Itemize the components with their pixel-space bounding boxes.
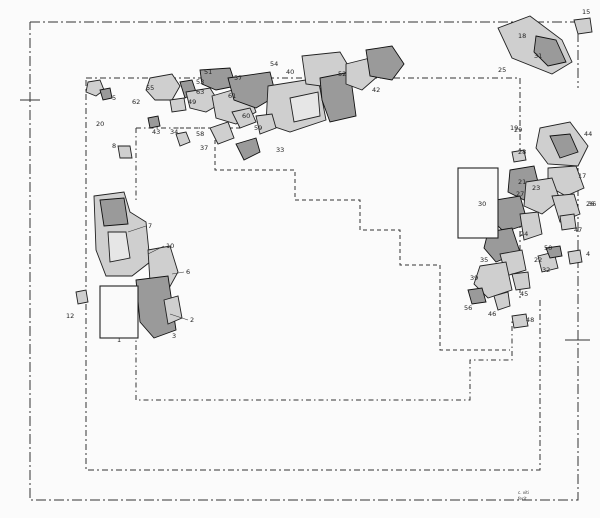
stone-label: 7 (148, 222, 152, 230)
stone-label: 3 (172, 332, 176, 340)
stone-label: 33 (276, 146, 284, 154)
stone-label: 63 (196, 88, 204, 96)
stone-label: 2 (190, 316, 194, 324)
stone-label: 60 (242, 112, 250, 120)
stone-label: 21 (518, 178, 526, 186)
stone-label: 49 (188, 98, 196, 106)
stone-label: 45 (520, 290, 528, 298)
stone-label: 26 (586, 200, 594, 208)
stone-label: 1 (117, 336, 121, 344)
stone-label: 4 (586, 250, 590, 258)
stone-label: 56 (464, 304, 472, 312)
stone-label: 6 (186, 268, 190, 276)
top-right-stone-cluster (497, 15, 593, 75)
inner-boundary (135, 127, 513, 401)
right-stone-cluster (457, 121, 589, 329)
stone-label: 61 (228, 92, 236, 100)
stone-label: 30 (478, 200, 486, 208)
stone-label: 40 (286, 68, 294, 76)
left-stone-cluster (75, 191, 183, 339)
stone-label: 46 (488, 310, 496, 318)
stone-label: 36 (588, 200, 596, 208)
stone-label: 23 (532, 184, 540, 192)
stone-label: 62 (132, 98, 140, 106)
stone-label: 12 (66, 312, 74, 320)
stone-label: 43 (152, 128, 160, 136)
stone-label: 15 (582, 8, 590, 16)
stone-label: 8 (112, 142, 116, 150)
stone-label: 52 (338, 70, 346, 78)
stepped-outline (180, 127, 510, 351)
stone-label: 19 (510, 124, 518, 132)
stone-label: 18 (518, 32, 526, 40)
stone-label: 54 (270, 60, 278, 68)
stone-labels: 1 2 3 4 5 6 7 8 10 12 15 17 18 19 20 21 … (66, 8, 596, 344)
stone-label: 24 (520, 230, 528, 238)
stone-label: 31 (534, 52, 542, 60)
stone-label: 44 (584, 130, 592, 138)
stone-label: 59 (254, 124, 262, 132)
stone-label: 17 (578, 172, 586, 180)
stone-label: 34 (170, 128, 178, 136)
stone-label: 51 (204, 68, 212, 76)
top-stone-cluster (85, 45, 405, 161)
signature: c. viti fecit (518, 490, 529, 501)
stone-label: 39 (470, 274, 478, 282)
signature-line-2: fecit (518, 496, 527, 501)
stone-label: 29 (514, 126, 522, 134)
stone-label: 25 (498, 66, 506, 74)
stone-label: 28 (518, 148, 526, 156)
stone-label: 20 (96, 120, 104, 128)
stone-label: 5 (112, 94, 116, 102)
stone-label: 50 (544, 244, 552, 252)
label-leaders (127, 225, 189, 321)
stone-label: 55 (146, 84, 154, 92)
signature-line-1: c. viti (518, 490, 529, 495)
stone-label: 47 (574, 226, 582, 234)
stone-label: 53 (196, 78, 204, 86)
stone-label: 27 (516, 190, 524, 198)
stone-label: 22 (534, 256, 542, 264)
stone-label: 37 (200, 144, 208, 152)
stone-label: 57 (234, 74, 242, 82)
stone-label: 48 (526, 316, 534, 324)
stone-label: 10 (166, 242, 174, 250)
stone-label: 58 (196, 130, 204, 138)
stone-label: 35 (480, 256, 488, 264)
stone-label: 42 (372, 86, 380, 94)
stone-label: 32 (542, 266, 550, 274)
